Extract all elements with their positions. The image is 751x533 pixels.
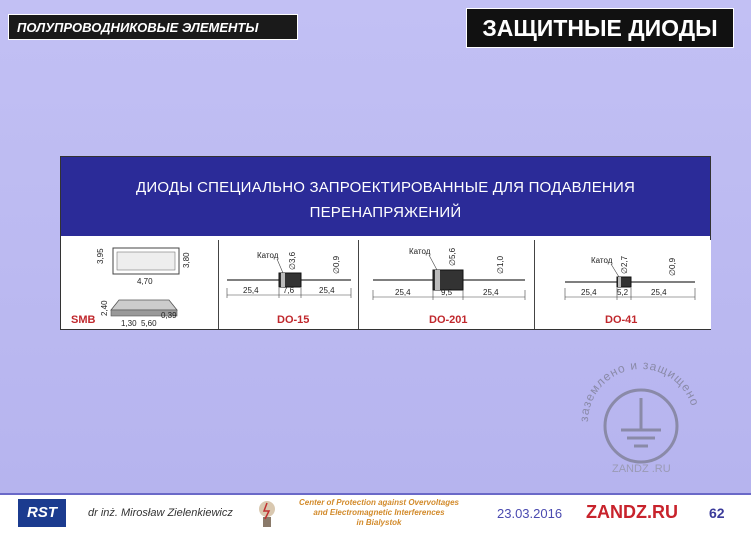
do41-drawing: 25,4 5,2 25,4 Катод ∅2,7 ∅0,9 <box>564 255 696 300</box>
do41-lead-left: 25,4 <box>581 288 597 297</box>
smb-dim-5: 1,30 <box>121 319 137 328</box>
package-cell-do201: 25,4 9,5 25,4 Катод ∅5,6 ∅1,0 DO-201 <box>358 240 535 329</box>
panel-heading-line2: ПЕРЕНАПРЯЖЕНИЙ <box>309 204 462 221</box>
do41-cathode: Катод <box>591 256 613 265</box>
do201-body-len: 9,5 <box>441 288 453 297</box>
footer: RST dr inż. Mirosław Zielenkiewicz Cente… <box>0 493 751 533</box>
do15-body-dia: ∅3,6 <box>288 251 297 270</box>
org-line3: in Bialystok <box>356 518 402 527</box>
smb-dim-4: 2,40 <box>100 300 109 316</box>
slide-title: ЗАЩИТНЫЕ ДИОДЫ <box>466 8 734 48</box>
do201-lead-dia: ∅1,0 <box>496 255 505 274</box>
grounding-watermark: заземлено и защищено ZANDZ .RU <box>577 358 701 475</box>
smb-dim-1: 3,95 <box>96 248 105 264</box>
do15-cathode: Катод <box>257 251 279 260</box>
smb-dim-3: 3,80 <box>182 252 191 268</box>
do41-lead-dia: ∅0,9 <box>668 257 677 276</box>
slide-date: 23.03.2016 <box>497 506 563 521</box>
page-number: 62 <box>709 505 725 521</box>
storm-logo-icon <box>259 501 275 527</box>
do15-drawing: 25,4 7,6 25,4 Катод ∅3,6 ∅0,9 <box>226 251 352 298</box>
do41-lead-right: 25,4 <box>651 288 667 297</box>
do15-lead-dia: ∅0,9 <box>332 255 341 274</box>
smb-dim-6: 5,60 <box>141 319 157 328</box>
rst-logo: RST <box>18 499 66 527</box>
do201-drawing: 25,4 9,5 25,4 Катод ∅5,6 ∅1,0 <box>372 247 526 300</box>
package-label-do41: DO-41 <box>605 314 638 326</box>
do15-lead-left: 25,4 <box>243 286 259 295</box>
do201-body-dia: ∅5,6 <box>448 247 457 266</box>
site-link[interactable]: ZANDZ.RU <box>586 502 678 522</box>
do15-body-len: 7,6 <box>283 286 295 295</box>
do15-lead-right: 25,4 <box>319 286 335 295</box>
smb-dim-7: 0,39 <box>161 311 177 320</box>
organization-text: Center of Protection against Overvoltage… <box>284 498 474 528</box>
diode-packages-panel: ДИОДЫ СПЕЦИАЛЬНО ЗАПРОЕКТИРОВАННЫЕ ДЛЯ П… <box>60 156 711 330</box>
section-title: ПОЛУПРОВОДНИКОВЫЕ ЭЛЕМЕНТЫ <box>8 14 298 40</box>
do201-lead-right: 25,4 <box>483 288 499 297</box>
org-line2: and Electromagnetic Interferences <box>313 508 445 517</box>
package-cell-smb: 3,95 4,70 3,80 2,40 1,30 5,60 0,39 SMB <box>61 240 218 329</box>
do201-cathode: Катод <box>409 247 431 256</box>
do201-lead-left: 25,4 <box>395 288 411 297</box>
do41-body-dia: ∅2,7 <box>620 255 629 274</box>
author: dr inż. Mirosław Zielenkiewicz <box>88 507 233 519</box>
package-label-smb: SMB <box>71 314 96 326</box>
package-cell-do41: 25,4 5,2 25,4 Катод ∅2,7 ∅0,9 DO-41 <box>534 240 711 329</box>
panel-heading-line1: ДИОДЫ СПЕЦИАЛЬНО ЗАПРОЕКТИРОВАННЫЕ ДЛЯ П… <box>136 179 635 196</box>
package-cell-do15: 25,4 7,6 25,4 Катод ∅3,6 ∅0,9 DO-15 <box>218 240 359 329</box>
smb-dim-2: 4,70 <box>137 277 153 286</box>
package-label-do201: DO-201 <box>429 314 468 326</box>
package-label-do15: DO-15 <box>277 314 310 326</box>
org-line1: Center of Protection against Overvoltage… <box>298 498 460 507</box>
do41-body-len: 5,2 <box>617 288 629 297</box>
panel-heading: ДИОДЫ СПЕЦИАЛЬНО ЗАПРОЕКТИРОВАННЫЕ ДЛЯ П… <box>61 157 710 239</box>
watermark-site: ZANDZ .RU <box>612 463 671 475</box>
smb-drawing: 3,95 4,70 3,80 2,40 1,30 5,60 0,39 <box>96 247 191 328</box>
